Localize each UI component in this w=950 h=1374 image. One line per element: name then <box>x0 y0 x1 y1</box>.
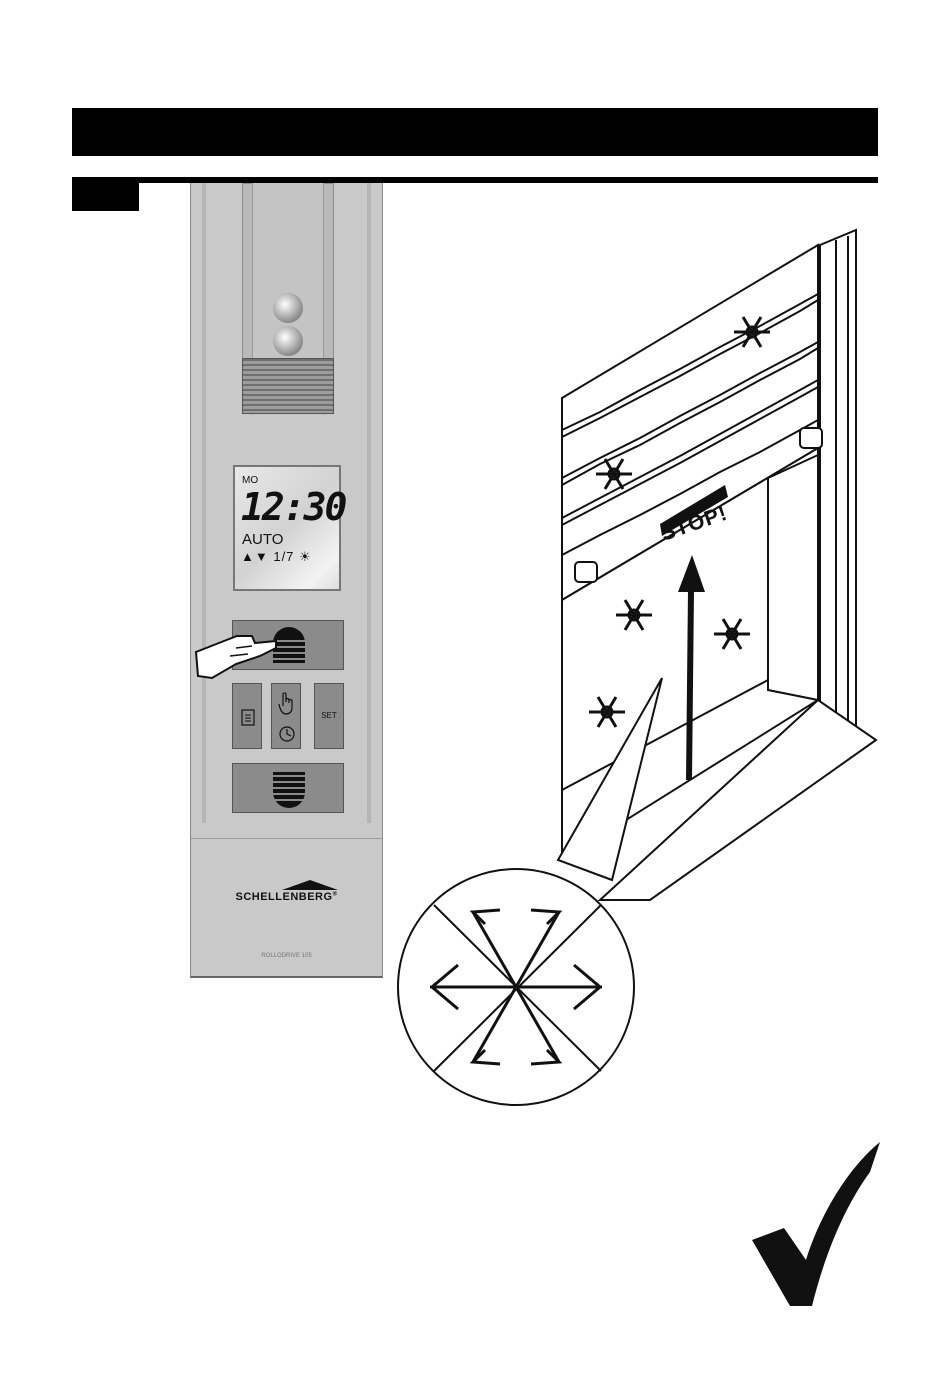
brand-roof-logo <box>282 879 338 891</box>
hand-icon <box>279 693 292 714</box>
remote-control: MO 12:30 AUTO ▲▼ 1/7 ☀ SET <box>190 183 383 978</box>
right-rail <box>367 183 371 823</box>
lcd-mode: AUTO <box>242 531 283 548</box>
brand-name: SCHELLENBERG® <box>190 891 383 903</box>
mode-button[interactable] <box>271 683 301 749</box>
led-indicator-top <box>273 293 303 323</box>
set-button[interactable]: SET <box>314 683 344 749</box>
checkmark-icon <box>752 1142 880 1306</box>
set-button-label: SET <box>315 711 343 720</box>
lcd-status-icons: ▲▼ 1/7 ☀ <box>241 549 312 565</box>
left-rail <box>202 183 206 823</box>
clock-icon <box>280 727 294 741</box>
menu-icon <box>233 684 263 750</box>
menu-button[interactable] <box>232 683 262 749</box>
model-name: ROLLODRIVE 105 <box>190 953 383 959</box>
body-split-line <box>191 838 382 839</box>
up-bars-icon <box>233 621 345 671</box>
brand-text: SCHELLENBERG <box>236 891 333 903</box>
up-button[interactable] <box>232 620 344 670</box>
mode-icons <box>272 684 302 750</box>
led-indicator-bottom <box>273 326 303 356</box>
registered-mark: ® <box>333 891 338 897</box>
down-bars-icon <box>233 764 345 814</box>
lcd-time: 12:30 <box>241 485 345 529</box>
lcd-display: MO 12:30 AUTO ▲▼ 1/7 ☀ <box>233 465 341 591</box>
down-button[interactable] <box>232 763 344 813</box>
manual-wheel[interactable] <box>242 358 334 414</box>
